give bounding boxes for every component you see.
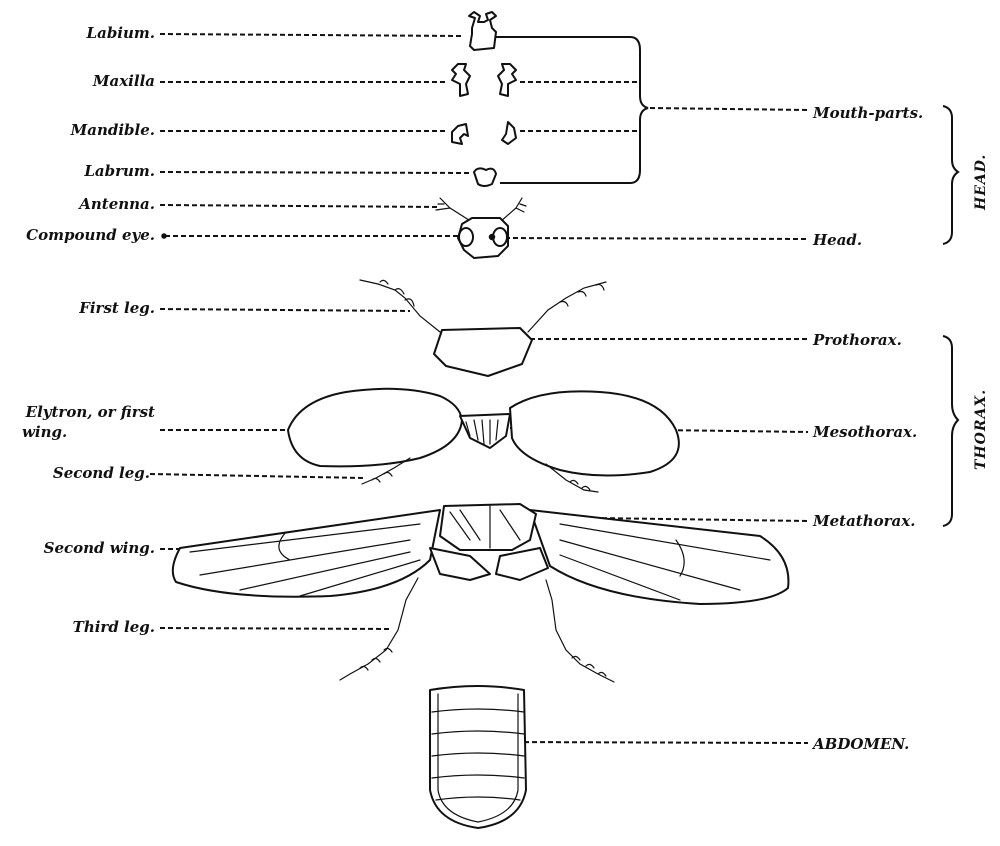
label-compound-eye: Compound eye. [26, 226, 155, 244]
leader-antenna [159, 204, 441, 208]
third-leg-drawing [339, 577, 615, 683]
leader-second-leg [149, 473, 366, 479]
label-second-leg: Second leg. [53, 464, 150, 482]
label-third-leg: Third leg. [73, 618, 155, 636]
labium-drawing [468, 11, 497, 51]
mouth-parts-bracket [496, 36, 649, 184]
label-mouth-parts: Mouth-parts. [812, 104, 923, 122]
group-label-head: HEAD. [973, 154, 989, 211]
metathorax-drawing [171, 503, 790, 605]
label-abdomen: ABDOMEN. [811, 735, 909, 753]
label-maxilla: Maxilla [92, 72, 155, 90]
label-prothorax: Prothorax. [812, 331, 902, 349]
leader-third-leg [159, 627, 393, 630]
leader-labrum [159, 171, 471, 174]
leader-head [504, 237, 809, 240]
mandible-drawing [451, 121, 517, 145]
label-elytron-line1: Elytron, or first [25, 403, 155, 421]
mesothorax-drawing [287, 387, 680, 493]
head-drawing [161, 197, 527, 259]
label-labium: Labium. [86, 24, 155, 42]
prothorax-drawing [359, 279, 607, 377]
thorax-group-brace [942, 335, 960, 527]
right-second-wing [529, 509, 790, 605]
left-second-wing [171, 509, 441, 598]
leader-mouth-parts [649, 107, 809, 111]
label-head: Head. [812, 231, 862, 249]
label-first-leg: First leg. [78, 299, 155, 317]
label-antenna: Antenna. [77, 195, 155, 213]
left-elytron [287, 387, 463, 468]
label-labrum: Labrum. [83, 162, 155, 180]
label-mesothorax: Mesothorax. [812, 423, 917, 441]
leader-first-leg [159, 308, 411, 312]
abdomen-drawing [429, 685, 527, 829]
leader-abdomen [499, 741, 809, 744]
head-group-brace [942, 105, 960, 245]
label-second-wing: Second wing. [44, 539, 155, 557]
right-elytron [509, 390, 680, 477]
group-label-thorax: THORAX. [973, 389, 989, 470]
label-metathorax: Metathorax. [812, 512, 915, 530]
left-compound-eye [458, 227, 474, 247]
label-mandible: Mandible. [70, 121, 155, 139]
eye-leader-dot [161, 233, 167, 239]
labrum-drawing [473, 167, 497, 187]
leader-labium [159, 33, 463, 37]
label-elytron-line2: wing. [22, 423, 67, 441]
maxilla-drawing [451, 63, 517, 97]
